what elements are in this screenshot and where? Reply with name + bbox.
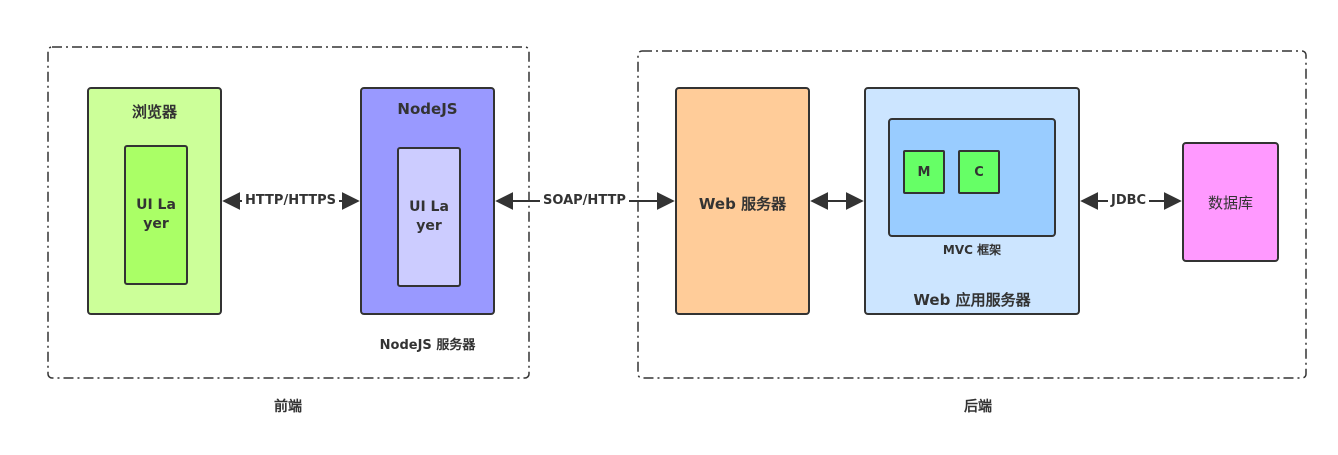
browser-ui-layer: UI Layer: [124, 145, 188, 285]
web-server-node: Web 服务器: [675, 87, 810, 315]
app-server-title: Web 应用服务器: [913, 291, 1031, 309]
browser-title: 浏览器: [131, 103, 177, 121]
nodejs-title: NodeJS: [397, 100, 458, 118]
model-box: M: [903, 150, 945, 194]
mvc-caption: MVC 框架: [942, 243, 1002, 257]
backend-group-label: 后端: [964, 399, 992, 415]
soap-http-label: SOAP/HTTP: [540, 193, 629, 209]
nodejs-ui-layer: UI Layer: [397, 147, 461, 287]
jdbc-label: JDBC: [1108, 193, 1150, 209]
frontend-group-label: 前端: [274, 399, 302, 415]
http-https-label: HTTP/HTTPS: [242, 193, 339, 209]
backend-group-frame: [637, 50, 1307, 379]
browser-node: 浏览器 UI Layer: [87, 87, 222, 315]
database-title: 数据库: [1207, 194, 1253, 212]
app-server-node: M C MVC 框架 Web 应用服务器: [864, 87, 1080, 315]
nodejs-node: NodeJS UI Layer: [360, 87, 495, 315]
mvc-framework-box: M C: [888, 118, 1056, 237]
controller-box: C: [958, 150, 1000, 194]
web-server-title: Web 服务器: [698, 195, 787, 213]
frontend-group-frame: [47, 46, 530, 379]
nodejs-server-caption: NodeJS 服务器: [379, 338, 476, 353]
database-node: 数据库: [1182, 142, 1279, 262]
